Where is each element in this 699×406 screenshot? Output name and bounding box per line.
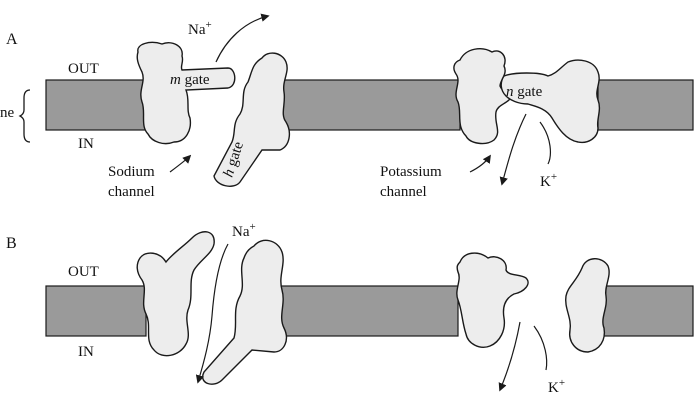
sodium-ion-label-a: Na+ (188, 19, 212, 38)
potassium-channel-right-protein-open (564, 258, 610, 353)
sodium-channel-left-protein (136, 41, 236, 145)
panel-b-out-label: OUT (68, 264, 99, 280)
potassium-channel-left-protein (453, 48, 513, 145)
sodium-channel-label-line1: Sodium (108, 164, 155, 180)
panel-b: B OUT IN Na+ K+ (6, 221, 694, 396)
membrane-segment (277, 79, 461, 131)
sodium-channel-right-protein-open (202, 239, 288, 385)
panel-a-in-label: IN (78, 136, 94, 152)
potassium-ion-label-a: K+ (540, 171, 557, 190)
potassium-ion-label-b: K+ (548, 377, 565, 396)
sodium-influx-arrow (195, 243, 229, 384)
membrane-segment (597, 79, 694, 131)
membrane-segment (45, 79, 147, 131)
sodium-channel-label-line2: channel (108, 184, 155, 200)
panel-b-in-label: IN (78, 344, 94, 360)
membrane-segment (277, 285, 459, 337)
sodium-channel-pointer (169, 154, 192, 173)
potassium-channel-label-line2: channel (380, 184, 427, 200)
sodium-efflux-arrow (215, 13, 270, 63)
potassium-channel-left-protein-open (456, 252, 529, 348)
n-gate-label: n gate (506, 84, 543, 100)
membrane-label: ne (0, 105, 15, 121)
potassium-channel-pointer (469, 154, 491, 173)
panel-b-label: B (6, 235, 17, 252)
panel-a: A OUT IN ne m gate h gate n gate Na+ K+ … (0, 13, 694, 200)
potassium-channel-right-protein (500, 59, 601, 144)
potassium-efflux-arrow-a (499, 113, 527, 186)
sodium-channel-left-protein-open (136, 231, 215, 357)
membrane-segment (599, 285, 694, 337)
potassium-efflux-arrow-b (498, 321, 521, 392)
panel-a-out-label: OUT (68, 61, 99, 77)
potassium-pointer-line-b (533, 325, 548, 371)
potassium-pointer-line-a (539, 121, 551, 165)
m-gate-label: m gate (170, 72, 210, 88)
membrane-segment (45, 285, 147, 337)
sodium-channel-right-protein (213, 52, 291, 187)
potassium-channel-label-line1: Potassium (380, 164, 442, 180)
panel-a-label: A (6, 31, 18, 48)
membrane-brace (18, 89, 31, 143)
sodium-ion-label-b: Na+ (232, 221, 256, 240)
